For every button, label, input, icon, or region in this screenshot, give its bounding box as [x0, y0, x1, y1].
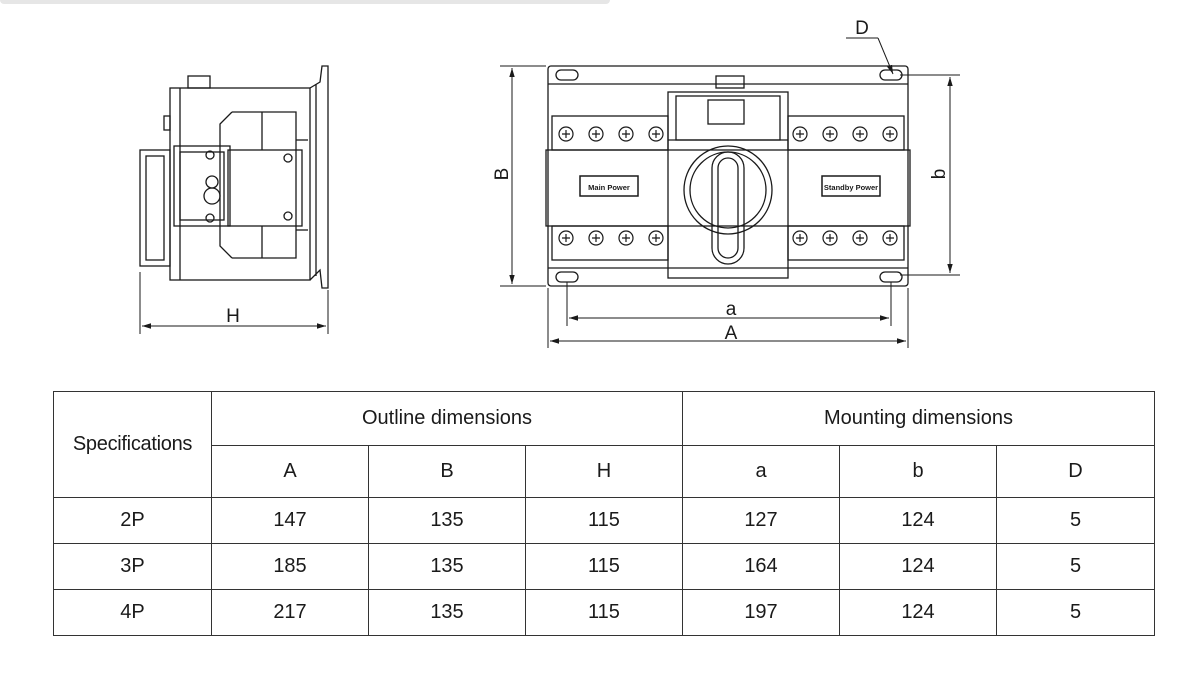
- dimension-a-mount-label: a: [726, 299, 737, 320]
- cell-value: 124: [839, 543, 997, 590]
- cell-value: 135: [368, 497, 526, 544]
- dimension-d: [846, 37, 894, 75]
- cell-value: 124: [839, 589, 997, 636]
- label-main-power: Main Power: [588, 183, 630, 192]
- header-col-a-outline: A: [211, 445, 369, 498]
- cell-value: 127: [682, 497, 840, 544]
- dimension-h: [139, 272, 329, 334]
- cell-value: 115: [525, 543, 683, 590]
- terminal-screw-cross: [562, 130, 894, 242]
- cell-spec: 3P: [53, 543, 212, 590]
- cell-value: 5: [995, 543, 1156, 590]
- top-shadow-bar: [0, 0, 610, 4]
- header-col-b-outline: B: [368, 445, 526, 498]
- dimension-b-mount: [900, 74, 960, 276]
- dimension-h-label: H: [226, 306, 240, 327]
- header-specifications: Specifications: [53, 391, 212, 498]
- header-mounting-dimensions: Mounting dimensions: [681, 391, 1156, 446]
- side-view: [139, 65, 329, 289]
- header-col-h: H: [525, 445, 683, 498]
- cell-value: 115: [525, 589, 683, 636]
- header-outline-dimensions: Outline dimensions: [211, 391, 683, 446]
- label-standby-power: Standby Power: [824, 183, 878, 192]
- cell-value: 135: [368, 543, 526, 590]
- table-header-sub-row: A B H a b D: [54, 445, 1156, 498]
- cell-value: 197: [682, 589, 840, 636]
- cell-value: 135: [368, 589, 526, 636]
- dimension-d-label: D: [855, 18, 869, 39]
- cell-value: 217: [211, 589, 369, 636]
- dimension-b: [500, 65, 546, 287]
- header-col-d: D: [995, 445, 1156, 498]
- dimension-drawing: H: [139, 18, 960, 348]
- table-row: 4P 217 135 115 197 124 5: [53, 589, 1156, 636]
- cell-spec: 4P: [53, 589, 212, 636]
- dimensions-table: Specifications Outline dimensions Mounti…: [53, 391, 1156, 636]
- cell-value: 5: [995, 497, 1156, 544]
- dimension-b-label: B: [492, 168, 513, 181]
- header-col-a-mount: a: [682, 445, 840, 498]
- table-row: 3P 185 135 115 164 124 5: [53, 543, 1156, 590]
- table-row: 2P 147 135 115 127 124 5: [53, 497, 1156, 544]
- table-header-group-row: Specifications Outline dimensions Mounti…: [53, 391, 1156, 498]
- dimension-b-mount-label: b: [929, 169, 950, 180]
- cell-value: 147: [211, 497, 369, 544]
- cell-value: 124: [839, 497, 997, 544]
- front-view: [545, 65, 911, 287]
- dimension-a-label: A: [725, 323, 738, 344]
- cell-value: 5: [995, 589, 1156, 636]
- cell-value: 185: [211, 543, 369, 590]
- cell-value: 115: [525, 497, 683, 544]
- cell-value: 164: [682, 543, 840, 590]
- dimension-a: [547, 288, 909, 348]
- dimension-a-mount: [566, 282, 892, 326]
- header-col-b-mount: b: [839, 445, 997, 498]
- cell-spec: 2P: [53, 497, 212, 544]
